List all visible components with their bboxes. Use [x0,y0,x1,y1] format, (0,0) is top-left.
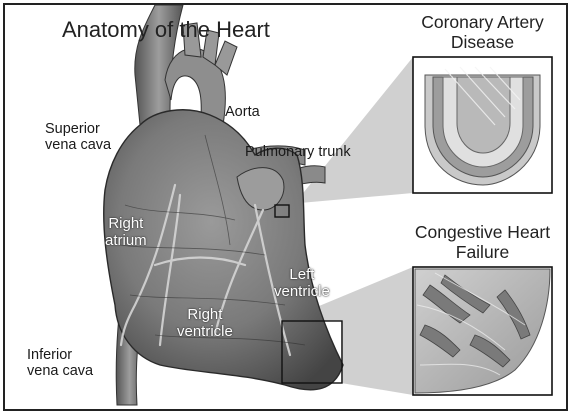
coronary-artery-disease-heading: Coronary Artery Disease [421,12,544,52]
failure-callout-box [281,320,343,384]
label-superior-vena-cava: Superior vena cava [45,121,112,154]
coronary-callout-box [274,204,290,218]
congestive-heart-failure-heading: Congestive Heart Failure [414,222,551,262]
label-aorta: Aorta [225,104,260,120]
diagram-title: Anatomy of the Heart [62,17,270,42]
inset-projection-bottom [283,267,413,395]
inset-projection-top [277,57,413,213]
coronary-artery-inset [412,56,553,194]
heart-failure-inset [412,266,553,396]
label-left-ventricle: Left ventricle [274,266,330,300]
diagram-frame: Anatomy of the Heart Coronary Artery Dis… [3,3,568,411]
heart-illustration [103,5,553,406]
label-right-ventricle: Right ventricle [177,306,233,340]
label-inferior-vena-cava: Inferior vena cava [27,347,94,380]
label-right-atrium: Right atrium [105,215,147,249]
label-pulmonary-trunk: Pulmonary trunk [245,144,351,160]
